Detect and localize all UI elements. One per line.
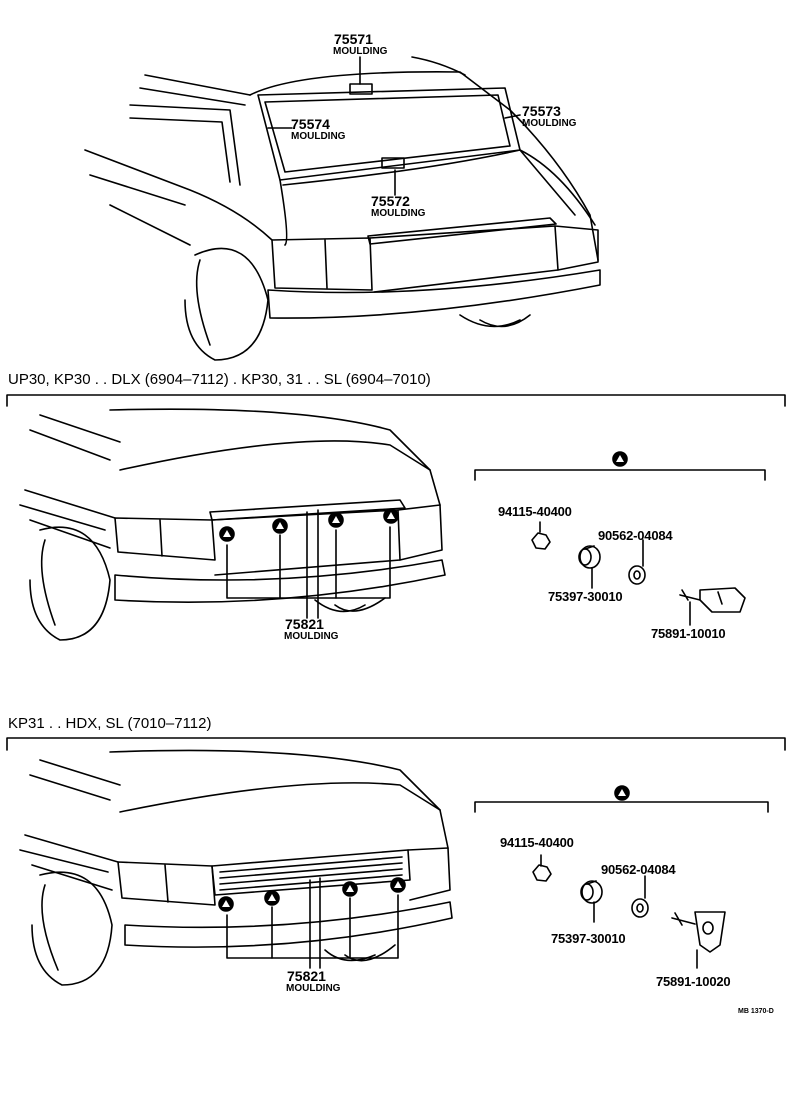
section2-clip-number: 75891-10020 [656, 974, 731, 989]
part-number-75571: 75571 [334, 31, 373, 47]
section1-drawing [6, 394, 786, 641]
section1-moulding-name: MOULDING [284, 631, 339, 642]
part-name-75571: MOULDING [333, 46, 388, 57]
part-number-75572: 75572 [371, 193, 410, 209]
top-car-drawing [84, 56, 601, 361]
section1-moulding-number: 75821 [285, 616, 324, 632]
section1-washer-number: 90562-04084 [598, 528, 673, 543]
part-name-75574: MOULDING [291, 131, 346, 142]
section2-drawing [6, 737, 786, 986]
part-name-75573: MOULDING [522, 118, 577, 129]
section2-nut-number: 94115-40400 [500, 835, 574, 850]
section1-header: UP30, KP30 . . DLX (6904–7112) . KP30, 3… [8, 371, 431, 388]
section1-grommet-number: 75397-30010 [548, 589, 623, 604]
part-number-75574: 75574 [291, 116, 330, 132]
section2-washer-number: 90562-04084 [601, 862, 676, 877]
section2-moulding-number: 75821 [287, 968, 326, 984]
part-number-75573: 75573 [522, 103, 561, 119]
part-name-75572: MOULDING [371, 208, 426, 219]
section1-nut-number: 94115-40400 [498, 504, 572, 519]
section1-clip-number: 75891-10010 [651, 626, 726, 641]
section2-moulding-name: MOULDING [286, 983, 341, 994]
figure-reference: MB 1370-D [738, 1008, 774, 1015]
section2-header: KP31 . . HDX, SL (7010–7112) [8, 715, 212, 732]
section2-grommet-number: 75397-30010 [551, 931, 626, 946]
triangle-markers [218, 451, 630, 912]
